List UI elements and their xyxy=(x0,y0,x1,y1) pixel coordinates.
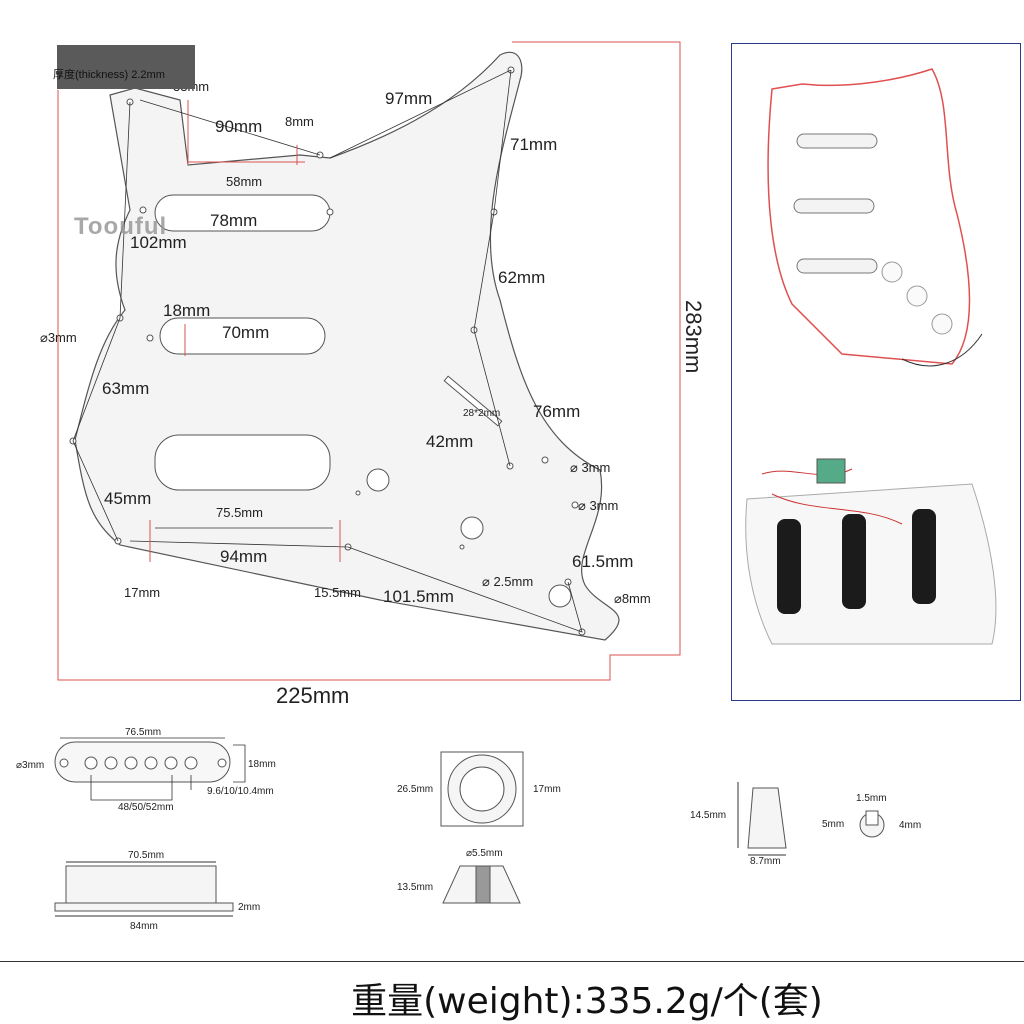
dim-75-5mm: 75.5mm xyxy=(216,505,263,520)
dimension-lines xyxy=(72,69,583,633)
dim-90mm: 90mm xyxy=(215,117,262,136)
product-photo-panel xyxy=(731,43,1021,701)
dim-94mm: 94mm xyxy=(220,547,267,566)
pickup-hole: ⌀3mm xyxy=(16,760,44,771)
pickup-side-view xyxy=(54,861,234,917)
pickup-top-view xyxy=(54,737,246,801)
dim-3mm-c: ⌀ 3mm xyxy=(578,498,618,513)
dim-2-5mm: ⌀ 2.5mm xyxy=(482,574,533,589)
switch-depth: 5mm xyxy=(822,819,844,830)
dim-97mm: 97mm xyxy=(385,89,432,108)
dim-78mm: 78mm xyxy=(210,211,257,230)
dim-8mm: 8mm xyxy=(285,114,314,129)
pickup-side-width: 70.5mm xyxy=(128,850,164,861)
dim-61-5mm: 61.5mm xyxy=(572,552,633,571)
dim-76mm: 76mm xyxy=(533,402,580,421)
dim-102mm: 102mm xyxy=(130,233,187,252)
pickup-width: 76.5mm xyxy=(125,727,161,738)
dimension-markers xyxy=(149,100,341,562)
front-photo xyxy=(767,68,983,367)
dim-15-5mm: 15.5mm xyxy=(314,585,361,600)
switch-slot xyxy=(443,375,503,427)
knob-top-view xyxy=(440,751,524,827)
dim-42mm: 42mm xyxy=(426,432,473,451)
knob-shaft: ⌀5.5mm xyxy=(466,848,503,859)
thickness-label: 厚度(thickness) 2.2mm xyxy=(53,69,165,81)
knob-diameter: 26.5mm xyxy=(397,784,433,795)
dim-3mm-a: ⌀3mm xyxy=(40,330,77,345)
dim-8mm-b: ⌀8mm xyxy=(614,591,651,606)
dim-70mm: 70mm xyxy=(222,323,269,342)
switch-inner: 4mm xyxy=(899,820,921,831)
dim-225mm: 225mm xyxy=(276,683,349,708)
knob-height: 13.5mm xyxy=(397,882,433,893)
pickup-base-height: 2mm xyxy=(238,902,260,913)
switch-height: 14.5mm xyxy=(690,810,726,821)
weight-text: 重量(weight):335.2g/个(套) xyxy=(351,981,823,1022)
back-photo xyxy=(745,458,997,645)
pickup-slot-middle xyxy=(159,317,326,355)
pickup-pole: 48/50/52mm xyxy=(118,802,174,813)
dim-18mm: 18mm xyxy=(163,301,210,320)
product-photos xyxy=(745,68,997,645)
pickup-spacing: 9.6/10/10.4mm xyxy=(207,786,274,797)
dim-28x2mm: 28*2mm xyxy=(463,408,500,419)
jack-hole xyxy=(548,584,572,608)
dim-63mm: 63mm xyxy=(102,379,149,398)
knob-hole xyxy=(460,516,484,540)
dim-45mm: 45mm xyxy=(104,489,151,508)
dim-283mm: 283mm xyxy=(681,300,706,373)
dim-17mm: 17mm xyxy=(124,585,160,600)
pickup-base-width: 84mm xyxy=(130,921,158,932)
switch-tip xyxy=(737,782,885,856)
knob-side-view xyxy=(442,865,521,904)
pickup-height: 18mm xyxy=(248,759,276,770)
switch-slot-width: 1.5mm xyxy=(856,793,887,804)
switch-width: 8.7mm xyxy=(750,856,781,867)
knob-inner: 17mm xyxy=(533,784,561,795)
pickup-slot-bridge xyxy=(154,434,331,491)
knob-hole xyxy=(366,468,390,492)
dim-101-5mm: 101.5mm xyxy=(383,587,454,606)
divider xyxy=(0,961,1024,962)
dim-3mm-b: ⌀ 3mm xyxy=(570,460,610,475)
dim-62mm: 62mm xyxy=(498,268,545,287)
brand-logo: Toouful xyxy=(74,213,168,240)
overall-dimension-frame xyxy=(57,41,681,681)
dim-58mm: 58mm xyxy=(226,174,262,189)
logo-box xyxy=(57,45,195,89)
dim-71mm: 71mm xyxy=(510,135,557,154)
